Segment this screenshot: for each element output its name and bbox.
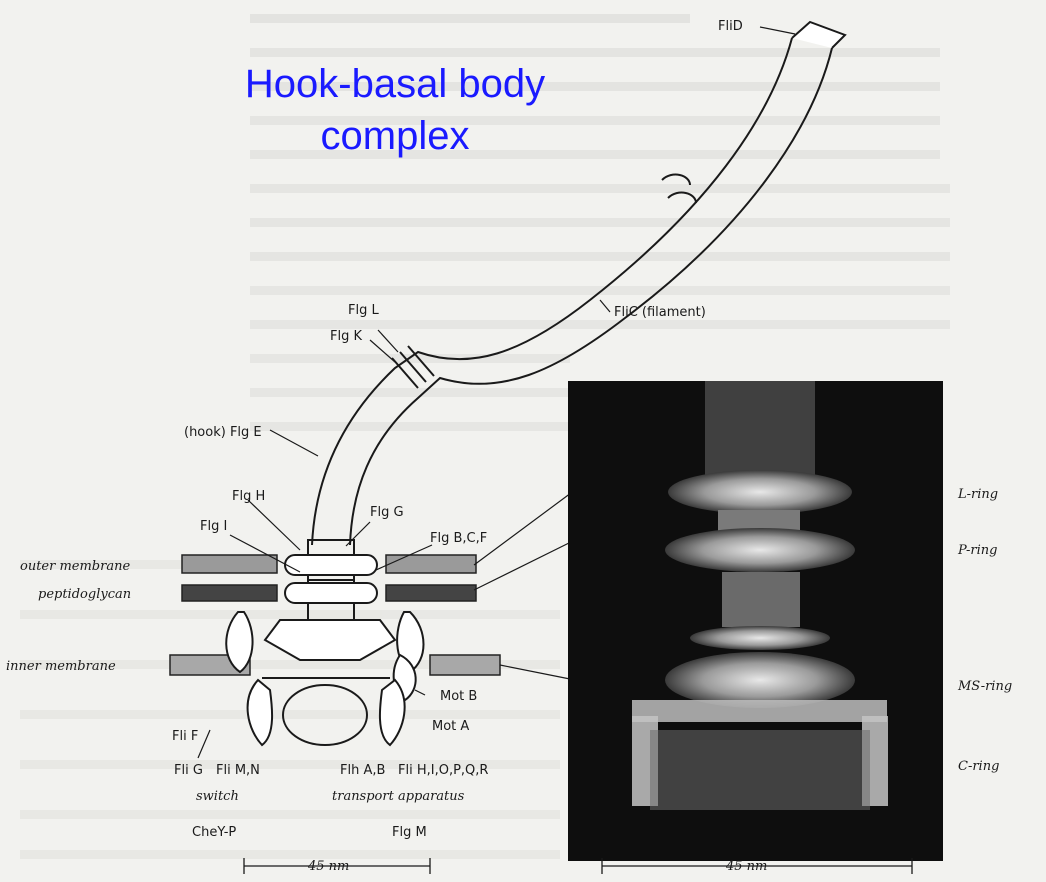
flid-cap: [792, 22, 845, 48]
label-p-ring: P-ring: [957, 543, 998, 558]
ms-ring: [265, 620, 395, 660]
label-fli-hiopqr: Fli H,I,O,P,Q,R: [398, 763, 488, 778]
label-fli-mn: Fli M,N: [216, 763, 260, 778]
label-flg-h: Flg H: [232, 489, 265, 504]
label-flg-bcf: Flg B,C,F: [430, 531, 487, 546]
label-fli-d: FliD: [718, 19, 743, 34]
label-flg-g: Flg G: [370, 505, 404, 520]
label-c-ring: C-ring: [958, 759, 999, 774]
label-fli-f: Fli F: [172, 729, 198, 744]
label-transport: transport apparatus: [332, 789, 465, 804]
export-apparatus: [283, 685, 367, 745]
label-l-ring: L-ring: [957, 487, 998, 502]
label-mot-b: Mot B: [440, 689, 477, 704]
label-scale-right: 45 nm: [725, 859, 767, 874]
title-line-1: Hook-basal body: [200, 58, 590, 110]
label-flg-e: (hook) Flg E: [184, 425, 262, 440]
title-line-2: complex: [200, 110, 590, 162]
em-micrograph: [568, 381, 943, 861]
label-mot-a: Mot A: [432, 719, 469, 734]
label-scale-left: 45 nm: [307, 859, 349, 874]
label-outer-membrane: outer membrane: [20, 559, 130, 574]
label-ms-ring: MS-ring: [957, 679, 1012, 694]
label-flg-i: Flg I: [200, 519, 227, 534]
label-fli-g: Fli G: [174, 763, 203, 778]
label-chey-p: CheY-P: [192, 825, 236, 840]
label-flg-l: Flg L: [348, 303, 379, 318]
label-fli-c: FliC (filament): [614, 305, 706, 320]
label-flg-m: Flg M: [392, 825, 427, 840]
label-peptidoglycan: peptidoglycan: [38, 587, 131, 602]
c-ring: [248, 678, 405, 745]
label-flh-ab: Flh A,B: [340, 763, 385, 778]
label-inner-membrane: inner membrane: [6, 659, 116, 674]
label-flg-k: Flg K: [330, 329, 362, 344]
label-switch: switch: [196, 789, 239, 804]
slide-title: Hook-basal body complex: [200, 58, 590, 162]
p-ring: [285, 583, 377, 603]
